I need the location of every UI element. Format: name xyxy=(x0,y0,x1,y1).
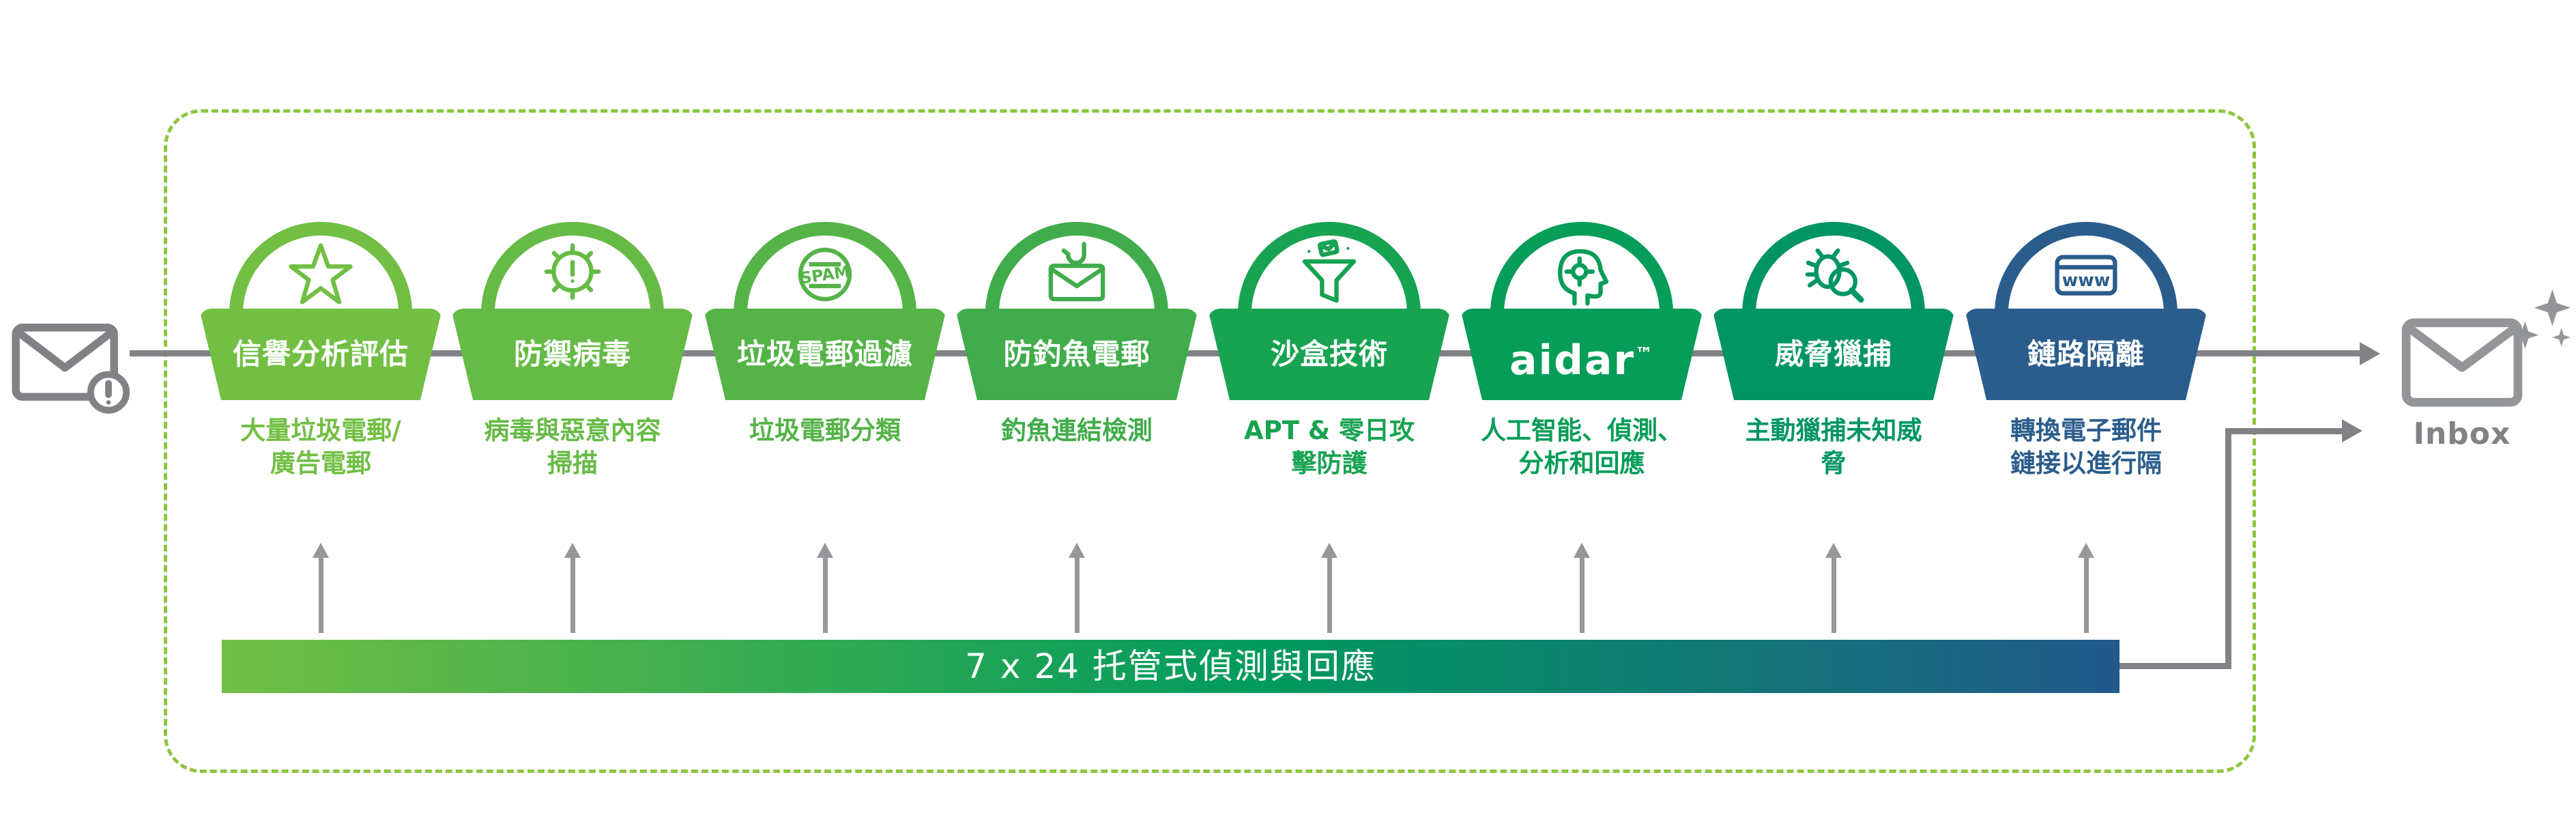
stage-label: 鏈路隔離 xyxy=(2027,337,2145,371)
svg-text:www: www xyxy=(2062,270,2110,290)
mdr-banner-label: 7 x 24 托管式偵測與回應 xyxy=(965,647,1376,686)
sparkles-icon xyxy=(2509,290,2576,365)
incoming-mail-icon xyxy=(10,315,133,418)
pipeline-arrowhead xyxy=(2360,342,2380,365)
stage-aidar: aidar™ 人工智能、偵測、 分析和回應 xyxy=(1456,222,1708,659)
stage-threat-hunting: 威脅獵捕 主動獵捕未知威 脅 xyxy=(1707,222,1960,659)
stage-label-aidar-logo: aidar™ xyxy=(1509,337,1655,384)
stage-subtitle: 主動獵捕未知威 脅 xyxy=(1745,416,1922,479)
up-arrow xyxy=(312,543,330,633)
spam-stamp-icon: SPAM xyxy=(789,238,861,311)
stage-antivirus: 防禦病毒 病毒與惡意內容 掃描 xyxy=(446,222,699,659)
stage-label: 沙盒技術 xyxy=(1270,337,1388,371)
inbox-group: Inbox xyxy=(2392,290,2576,463)
stage-banner: 信譽分析評估 xyxy=(199,309,442,400)
trademark-symbol: ™ xyxy=(1635,344,1655,365)
stage-reputation-analysis: 信譽分析評估 大量垃圾電郵/ 廣告電郵 xyxy=(194,222,447,659)
stage-label: 垃圾電郵過濾 xyxy=(736,337,913,371)
stage-label: 防釣魚電郵 xyxy=(1003,337,1150,371)
mdr-connector-segment xyxy=(2114,663,2231,669)
stage-banner: 防釣魚電郵 xyxy=(955,309,1198,400)
stage-spam-filtering: SPAM 垃圾電郵過濾 垃圾電郵分類 xyxy=(699,222,951,659)
phishing-hook-icon xyxy=(1041,238,1113,311)
up-arrow xyxy=(564,543,581,633)
stage-banner: 防禦病毒 xyxy=(451,309,694,400)
stage-banner: aidar™ xyxy=(1460,309,1703,400)
up-arrow xyxy=(1320,543,1338,633)
mdr-connector-segment xyxy=(2225,428,2345,434)
stage-subtitle: 垃圾電郵分類 xyxy=(749,416,901,445)
stage-banner: 垃圾電郵過濾 xyxy=(704,309,946,400)
stage-banner: 鏈路隔離 xyxy=(1965,309,2208,400)
stage-banner: 沙盒技術 xyxy=(1208,309,1451,400)
up-arrow xyxy=(1573,543,1591,633)
stage-link-isolation: www 鏈路隔離 轉換電子郵件 鏈接以進行隔 xyxy=(1960,222,2212,659)
inbox-label: Inbox xyxy=(2413,416,2511,451)
mdr-gradient-banner: 7 x 24 托管式偵測與回應 xyxy=(222,640,2119,693)
sandbox-funnel-icon xyxy=(1293,238,1365,311)
svg-text:SPAM: SPAM xyxy=(799,263,851,288)
dashed-frame xyxy=(164,109,2256,773)
mdr-connector-arrowhead xyxy=(2342,419,2362,442)
star-icon xyxy=(285,238,357,311)
up-arrow xyxy=(816,543,834,633)
stage-sandbox: 沙盒技術 APT & 零日攻 擊防護 xyxy=(1203,222,1456,659)
web-isolation-icon: www xyxy=(2050,238,2122,311)
stage-subtitle: 人工智能、偵測、 分析和回應 xyxy=(1481,416,1683,479)
inbox-envelope-icon xyxy=(2400,314,2524,411)
stage-label: 信譽分析評估 xyxy=(232,337,409,371)
stage-banner: 威脅獵捕 xyxy=(1712,309,1955,400)
virus-alert-icon xyxy=(536,238,609,311)
mdr-connector-segment xyxy=(2225,428,2231,669)
up-arrow xyxy=(2077,543,2095,633)
threat-hunting-icon xyxy=(1797,238,1870,311)
ai-head-icon xyxy=(1546,238,1618,311)
up-arrow xyxy=(1068,543,1086,633)
stage-subtitle: APT & 零日攻 擊防護 xyxy=(1243,416,1415,479)
stage-subtitle: 轉換電子郵件 鏈接以進行隔 xyxy=(2010,416,2162,479)
stage-subtitle: 大量垃圾電郵/ 廣告電郵 xyxy=(240,416,401,479)
stage-subtitle: 病毒與惡意內容 掃描 xyxy=(484,416,661,479)
stage-antiphishing: 防釣魚電郵 釣魚連結檢測 xyxy=(951,222,1203,659)
stage-label: 防禦病毒 xyxy=(513,337,631,371)
stage-label: 威脅獵捕 xyxy=(1774,337,1892,371)
stage-subtitle: 釣魚連結檢測 xyxy=(1001,416,1153,445)
up-arrow xyxy=(1825,543,1842,633)
